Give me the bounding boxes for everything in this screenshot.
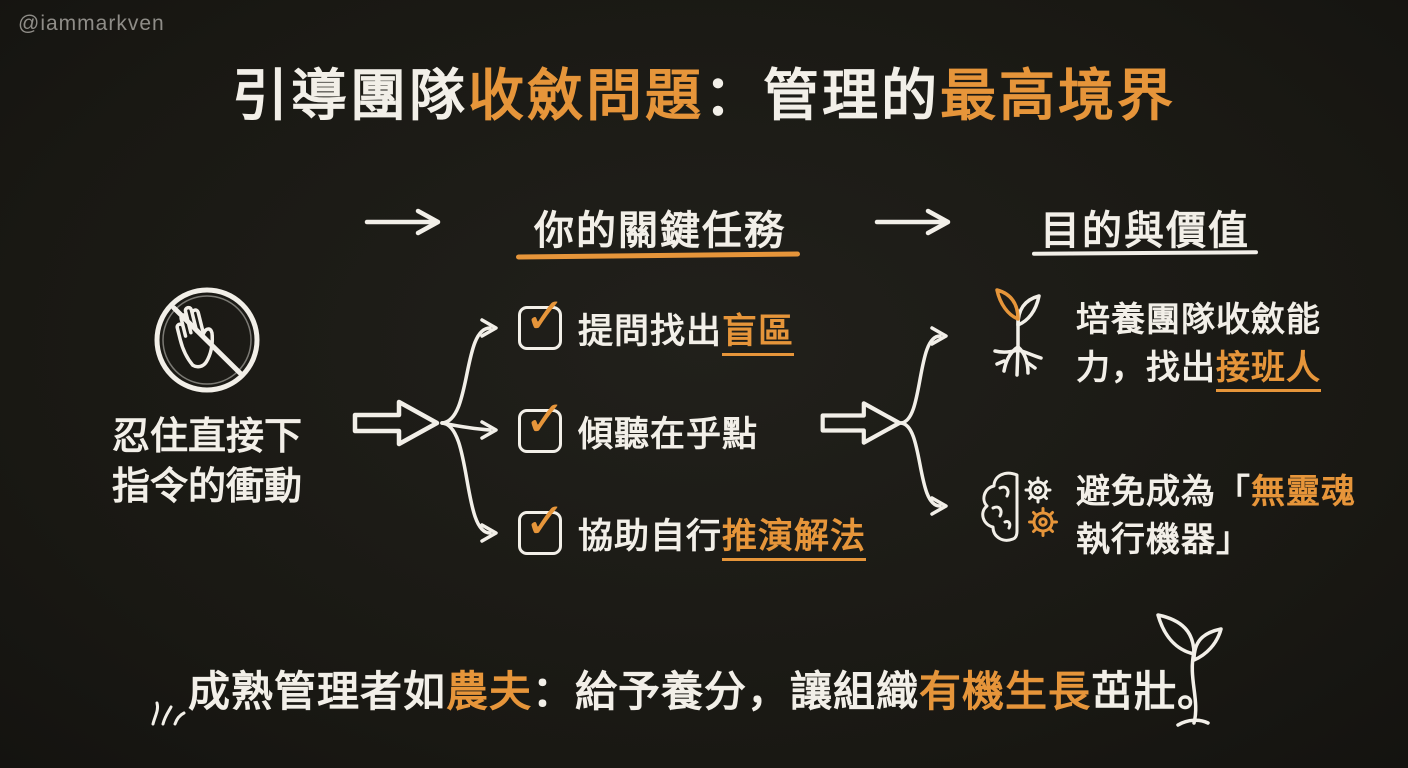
tasks-column-header: 你的關鍵任務	[534, 209, 786, 253]
checkbox: ✓	[518, 291, 566, 350]
task-label: 協助自行推演解法	[578, 508, 867, 561]
trigger-label-line1: 忍住直接下	[111, 416, 302, 458]
task-label-text: 協助自行	[578, 516, 723, 556]
title-segment: 引導團隊	[232, 64, 468, 127]
grass-icon	[151, 701, 186, 726]
checkbox: ✓	[518, 496, 566, 555]
task-row: ✓ 協助自行推演解法	[518, 496, 867, 561]
footer-segment-highlight: 農夫	[445, 668, 532, 715]
outcome-grow-label: 培養團隊收斂能 力，找出接班人	[1076, 296, 1321, 392]
outcome-avoid-line1-text: 避免成為「	[1076, 473, 1251, 511]
sprout-roots-icon	[993, 288, 1043, 377]
task-row: ✓ 提問找出盲區	[518, 291, 795, 356]
task-label-text: 傾聽在乎點	[578, 414, 759, 454]
footer-segment: 茁壯。	[1091, 668, 1221, 715]
task-label-highlight: 推演解法	[722, 516, 867, 561]
task-row: ✓ 傾聽在乎點	[518, 394, 758, 457]
watermark: @iammarkven	[18, 12, 165, 35]
outcome-avoid-line2: 執行機器」	[1076, 521, 1251, 559]
arrow-right-icon	[364, 208, 441, 236]
trigger-label-line2: 指令的衝動	[111, 466, 302, 508]
branch-connector	[440, 318, 498, 543]
footer-sentence: 成熟管理者如農夫：給予養分，讓組織有機生長茁壯。	[0, 658, 1408, 719]
title-segment-highlight: 收斂問題	[468, 64, 704, 127]
brain-gears-icon	[981, 471, 1058, 542]
arrow-right-icon	[874, 208, 951, 236]
task-label-text: 提問找出	[578, 311, 723, 351]
outcome-grow-line1: 培養團隊收斂能	[1076, 301, 1321, 339]
title-segment-highlight: 最高境界	[940, 64, 1176, 127]
outcome-grow-line2-text: 力，找出	[1076, 349, 1216, 387]
task-label: 傾聽在乎點	[578, 406, 758, 457]
block-arrow-icon	[352, 399, 440, 447]
footer-segment: ：給予養分，讓組織	[531, 668, 919, 715]
outcome-grow-highlight: 接班人	[1216, 349, 1321, 392]
page-title: 引導團隊收斂問題：管理的最高境界	[0, 64, 1408, 128]
checkbox-check-icon: ✓	[524, 288, 566, 344]
purpose-column-header: 目的與價值	[1040, 209, 1250, 253]
outcome-avoid-highlight: 無靈魂	[1251, 473, 1356, 511]
footer-segment: 成熟管理者如	[187, 668, 446, 715]
checkbox-check-icon: ✓	[524, 493, 566, 549]
task-label-highlight: 盲區	[722, 311, 795, 356]
checkbox-check-icon: ✓	[524, 391, 566, 447]
checkbox: ✓	[518, 394, 566, 453]
task-label: 提問找出盲區	[578, 303, 795, 356]
branch-connector	[899, 326, 948, 516]
outcome-avoid-line1: 避免成為「無靈魂	[1076, 468, 1356, 516]
stop-hand-icon	[154, 287, 260, 393]
trigger-label: 忍住直接下 指令的衝動	[82, 412, 332, 512]
sprout-icon	[1156, 613, 1223, 727]
footer-segment-highlight: 有機生長	[919, 668, 1092, 715]
title-segment: ：管理的	[704, 64, 940, 127]
outcome-avoid-label: 避免成為「無靈魂 執行機器」	[1076, 468, 1356, 564]
block-arrow-icon	[820, 401, 902, 445]
outcome-grow-line2: 力，找出接班人	[1076, 344, 1321, 392]
